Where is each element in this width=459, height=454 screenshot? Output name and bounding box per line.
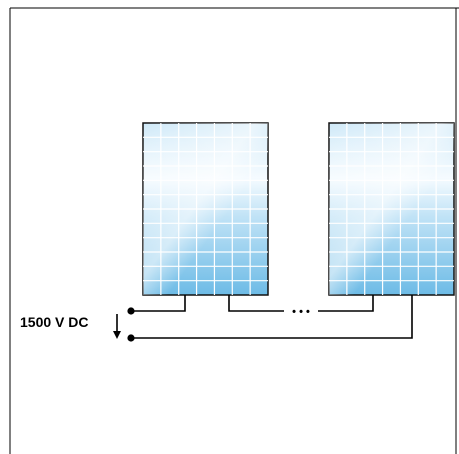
positive-wire <box>130 295 186 312</box>
solar-panel-2 <box>328 122 455 296</box>
positive-terminal <box>127 307 135 315</box>
voltage-arrow-head <box>113 331 121 339</box>
negative-wire <box>130 295 413 339</box>
series-ellipsis: • • • <box>292 306 310 318</box>
voltage-label: 1500 V DC <box>20 314 89 330</box>
solar-panel-1 <box>142 122 269 296</box>
series-wire-left <box>228 295 284 312</box>
wiring <box>116 295 413 339</box>
panel-2-cell-grid <box>329 123 454 295</box>
series-wire-right <box>318 295 374 312</box>
panel-1-cell-grid <box>143 123 268 295</box>
negative-terminal <box>127 334 135 342</box>
